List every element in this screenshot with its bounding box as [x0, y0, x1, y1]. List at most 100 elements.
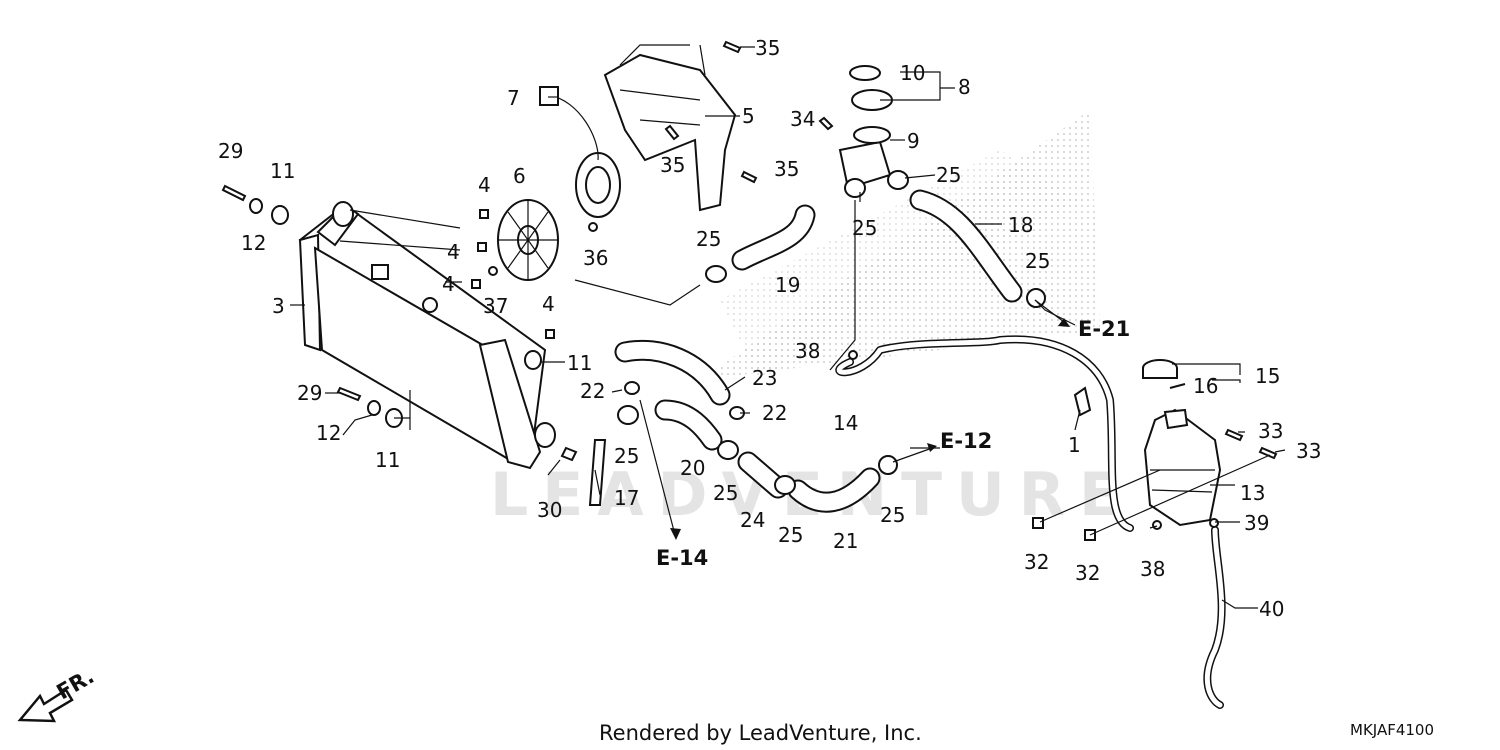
- callout-34: 34: [790, 107, 815, 131]
- hose-band[interactable]: [705, 265, 727, 283]
- callout-22: 22: [762, 401, 787, 425]
- callout-24: 24: [740, 508, 765, 532]
- diagram-code: MKJAF4100: [1350, 721, 1434, 739]
- washer[interactable]: [488, 266, 498, 276]
- reserve-tank-cap[interactable]: [1142, 359, 1178, 379]
- hose-band[interactable]: [1026, 288, 1046, 308]
- radiator-cap[interactable]: [849, 65, 893, 111]
- reference-label-e21: E-21: [1078, 317, 1130, 341]
- callout-12: 12: [316, 421, 341, 445]
- callout-29: 29: [297, 381, 322, 405]
- callout-1: 1: [1068, 433, 1081, 457]
- callout-40: 40: [1259, 597, 1284, 621]
- reference-label-e12: E-12: [940, 429, 992, 453]
- bolt[interactable]: [722, 40, 742, 54]
- callout-32: 32: [1024, 550, 1049, 574]
- hose-band[interactable]: [878, 455, 898, 475]
- callout-35: 35: [755, 36, 780, 60]
- callout-11: 11: [375, 448, 400, 472]
- callout-4: 4: [542, 292, 555, 316]
- callout-25: 25: [880, 503, 905, 527]
- callout-22: 22: [580, 379, 605, 403]
- grommet[interactable]: [524, 350, 542, 370]
- hose-band[interactable]: [717, 440, 739, 460]
- watermark-logo: [700, 110, 1100, 380]
- pipe-24[interactable]: [737, 451, 789, 499]
- radiator[interactable]: [298, 201, 556, 470]
- washer[interactable]: [588, 222, 598, 232]
- hose-band[interactable]: [774, 475, 796, 495]
- collar[interactable]: [367, 400, 381, 416]
- callout-37: 37: [483, 294, 508, 318]
- cap-32[interactable]: [1032, 517, 1044, 529]
- reference-arrow-e12[interactable]: E-12: [892, 429, 992, 463]
- bracket-17[interactable]: [588, 439, 607, 506]
- callout-30: 30: [537, 498, 562, 522]
- callout-11: 11: [567, 351, 592, 375]
- filler-neck[interactable]: [838, 126, 892, 190]
- bolt[interactable]: [1258, 446, 1278, 460]
- bolt[interactable]: [560, 446, 578, 462]
- hose-band[interactable]: [844, 178, 866, 198]
- callout-4: 4: [442, 272, 455, 296]
- hose-20[interactable]: [654, 399, 723, 451]
- hose-19[interactable]: [731, 204, 816, 271]
- bolt[interactable]: [1224, 428, 1244, 442]
- callout-29: 29: [218, 139, 243, 163]
- callout-12: 12: [241, 231, 266, 255]
- overflow-tube-40[interactable]: [1203, 526, 1226, 709]
- reserve-tank[interactable]: [1143, 408, 1222, 527]
- cooling-fan[interactable]: [497, 199, 559, 281]
- callout-6: 6: [513, 164, 526, 188]
- siphon-tube-14[interactable]: [835, 335, 1134, 532]
- footer-credit: Rendered by LeadVenture, Inc.: [599, 721, 922, 745]
- connector[interactable]: [539, 86, 559, 106]
- nut[interactable]: [477, 242, 487, 252]
- callout-36: 36: [583, 246, 608, 270]
- callout-35: 35: [774, 157, 799, 181]
- collar[interactable]: [249, 198, 263, 214]
- callout-38: 38: [1140, 557, 1165, 581]
- bolt[interactable]: [221, 184, 247, 202]
- nut[interactable]: [545, 329, 555, 339]
- hose-18[interactable]: [909, 189, 1023, 303]
- callout-32: 32: [1075, 561, 1100, 585]
- bolt[interactable]: [336, 386, 362, 402]
- callout-25: 25: [713, 481, 738, 505]
- callout-25: 25: [852, 216, 877, 240]
- bolt[interactable]: [664, 124, 680, 141]
- bolt[interactable]: [740, 170, 758, 184]
- hose-23[interactable]: [614, 339, 731, 406]
- callout-7: 7: [507, 86, 520, 110]
- fan-motor[interactable]: [547, 94, 621, 218]
- callout-14: 14: [833, 411, 858, 435]
- callout-25: 25: [1025, 249, 1050, 273]
- callout-13: 13: [1240, 481, 1265, 505]
- nut[interactable]: [479, 209, 489, 219]
- callout-5: 5: [742, 104, 755, 128]
- reference-arrow-e14[interactable]: E-14: [656, 528, 708, 570]
- bolt[interactable]: [818, 116, 834, 131]
- reference-arrow-e21[interactable]: E-21: [1034, 299, 1130, 341]
- callout-21: 21: [833, 529, 858, 553]
- callout-3: 3: [272, 294, 285, 318]
- leader-lines: [290, 44, 1286, 609]
- clip-1[interactable]: [1073, 386, 1092, 417]
- reference-label-e14: E-14: [656, 546, 708, 570]
- washer[interactable]: [1152, 520, 1162, 530]
- callout-25: 25: [778, 523, 803, 547]
- grommet[interactable]: [271, 205, 289, 225]
- clamp-22[interactable]: [624, 381, 640, 395]
- nut[interactable]: [471, 279, 481, 289]
- callout-25: 25: [696, 227, 721, 251]
- washer[interactable]: [848, 350, 858, 360]
- spring-16[interactable]: [1169, 383, 1186, 389]
- front-direction-marker: FR.: [17, 664, 98, 723]
- callout-15: 15: [1255, 364, 1280, 388]
- washer[interactable]: [1209, 518, 1219, 528]
- hose-band[interactable]: [617, 405, 639, 425]
- callout-4: 4: [478, 173, 491, 197]
- hose-21[interactable]: [787, 467, 881, 513]
- hose-band[interactable]: [887, 170, 909, 190]
